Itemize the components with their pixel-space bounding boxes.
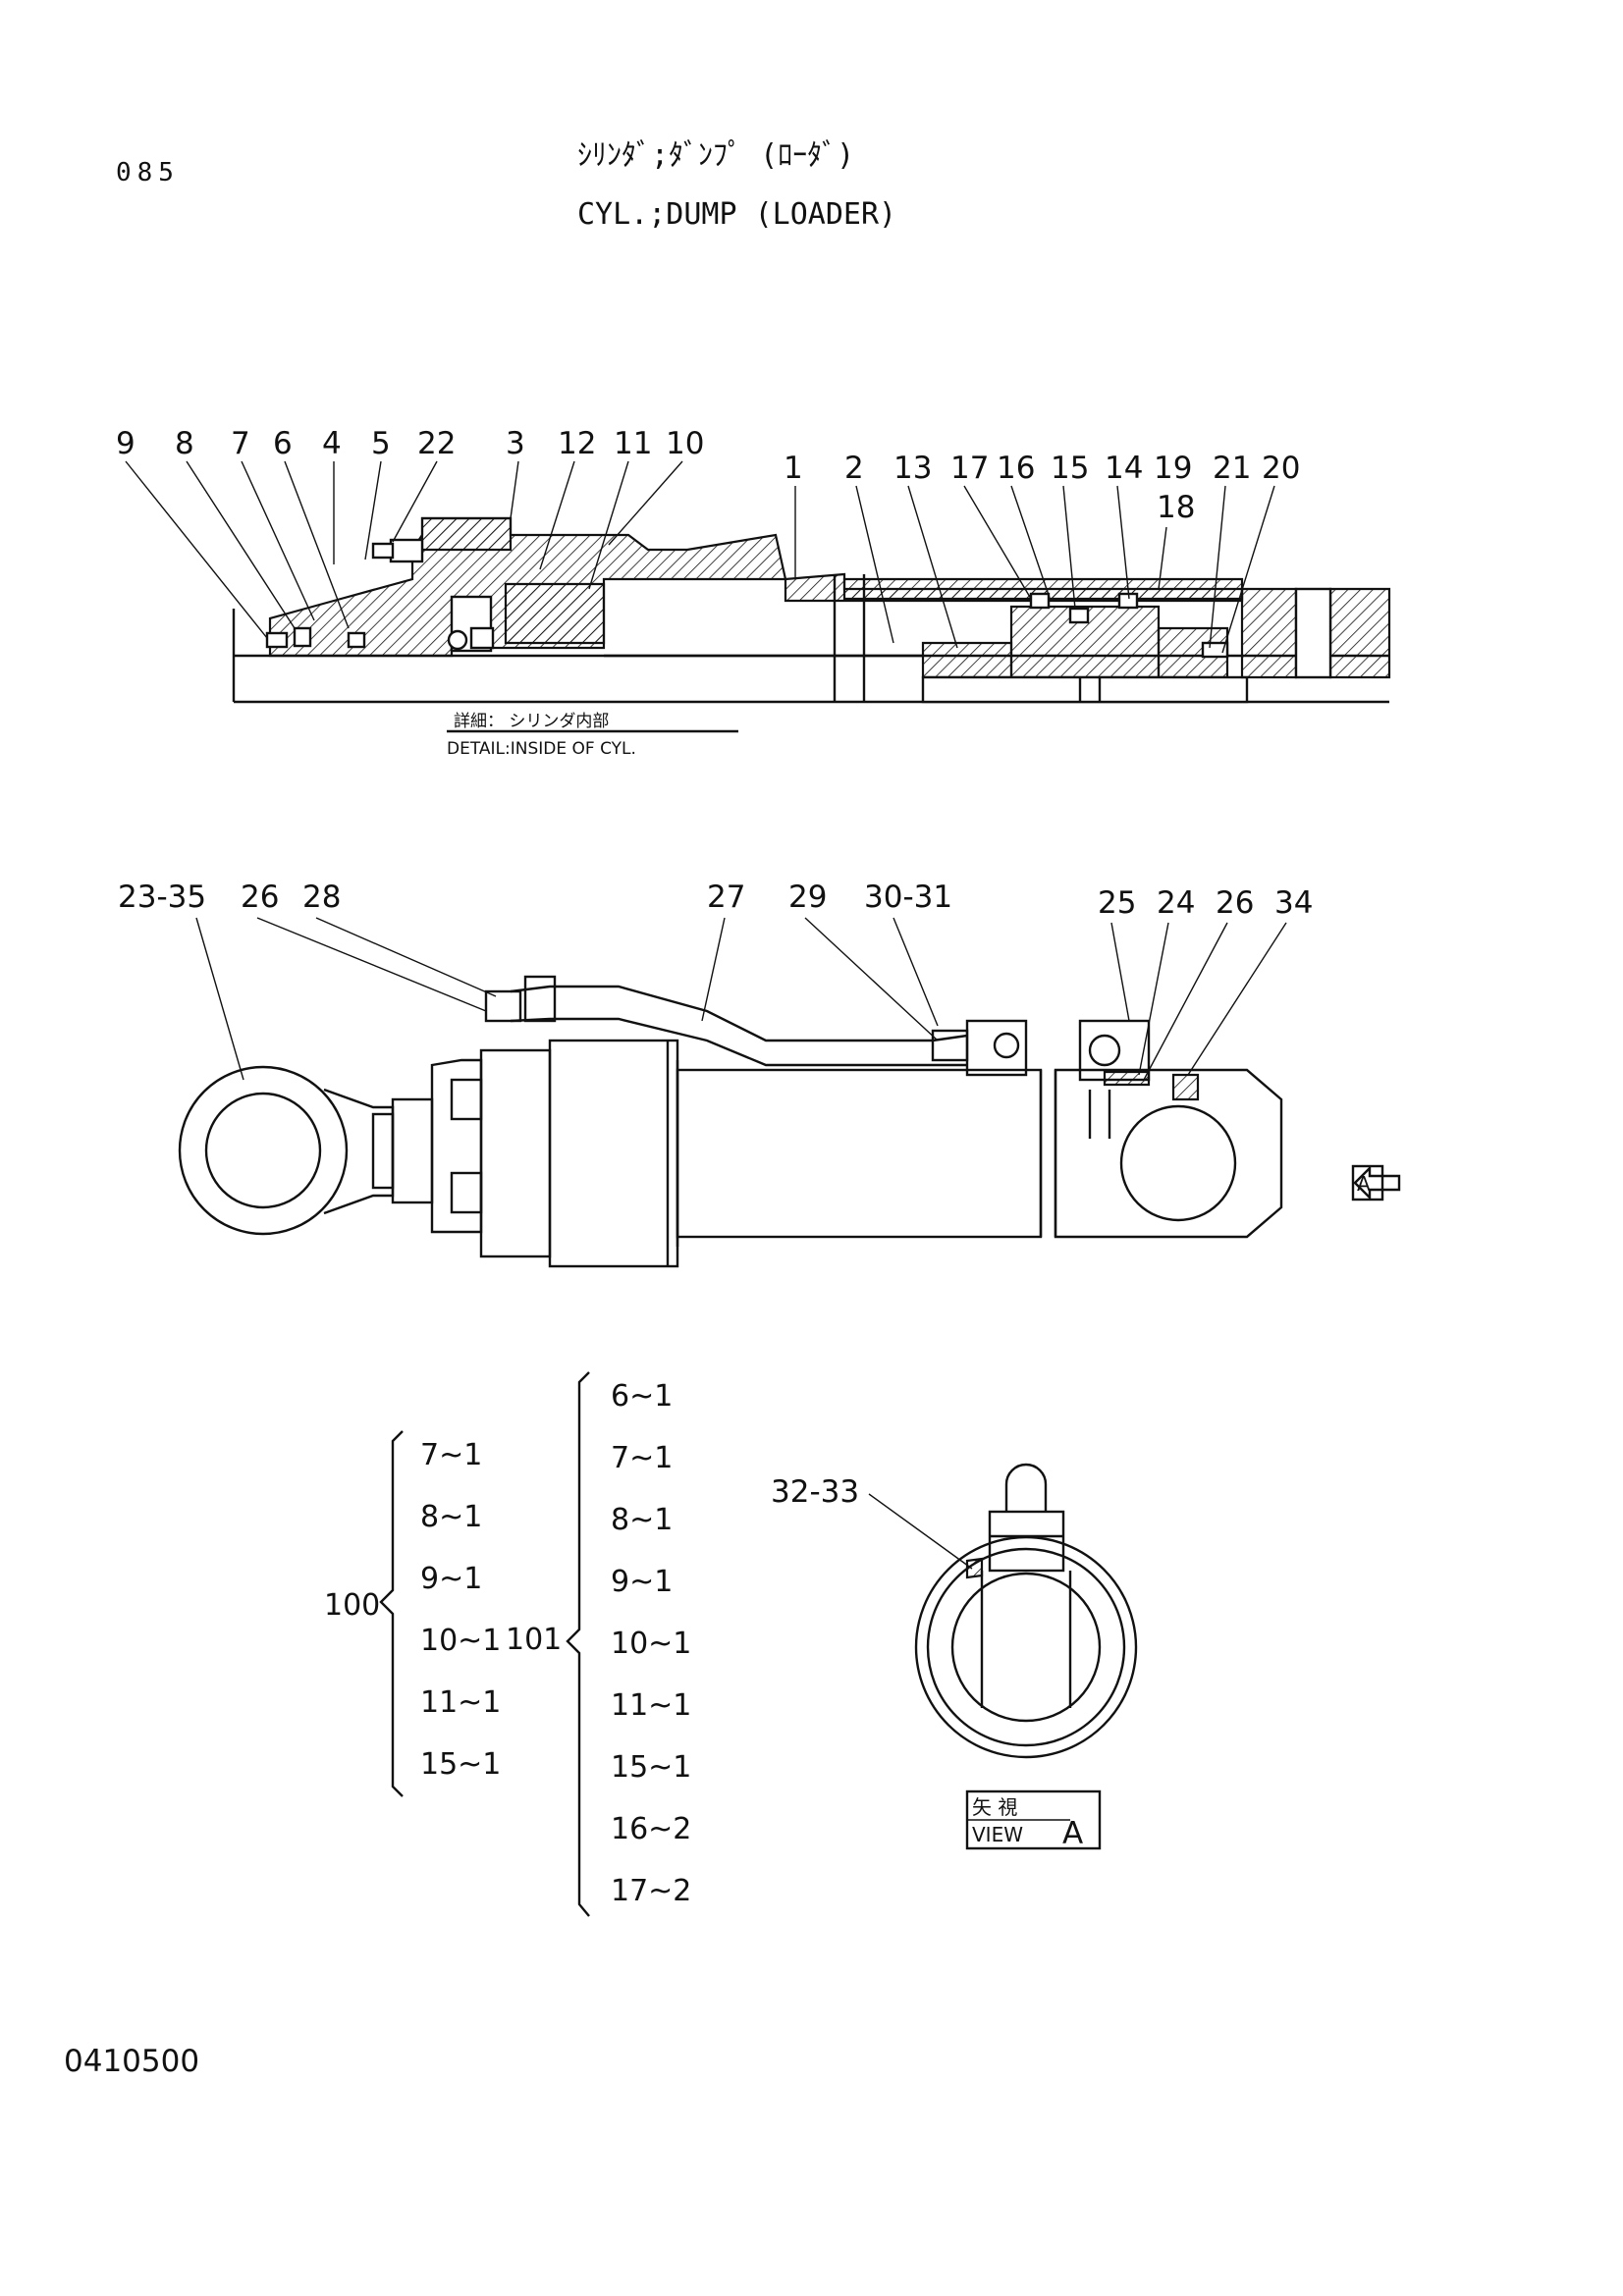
view-a-marker-letter: A — [1357, 1172, 1371, 1196]
kit-100-item: 15~1 — [420, 1747, 501, 1782]
callout-26-right: 26 — [1216, 885, 1254, 921]
kit-100-item: 10~1 — [420, 1624, 501, 1658]
title-japanese: ｼﾘﾝﾀﾞ;ﾀﾞﾝﾌﾟ (ﾛｰﾀﾞ) — [577, 138, 854, 173]
callout-19: 19 — [1154, 451, 1192, 486]
kit-100-number: 100 — [324, 1588, 380, 1623]
kit-100-item: 11~1 — [420, 1685, 501, 1720]
kit-100-item: 7~1 — [420, 1438, 482, 1472]
assembly-callouts: 23-35 26 28 27 29 30-31 25 24 26 34 — [118, 880, 1313, 921]
page-number: 085 — [116, 158, 180, 187]
assembly-leader-lines — [195, 917, 1287, 1081]
callout-8: 8 — [175, 426, 194, 461]
callout-32-33: 32-33 — [771, 1474, 859, 1510]
kit-101: 101 6~1 7~1 8~1 9~1 10~1 11~1 15~1 16~2 … — [506, 1371, 691, 1917]
detail-caption-english: DETAIL:INSIDE OF CYL. — [447, 739, 636, 759]
kit-101-item: 7~1 — [611, 1441, 673, 1475]
callout-15: 15 — [1051, 451, 1089, 486]
callout-21: 21 — [1213, 451, 1251, 486]
kit-101-item: 11~1 — [611, 1688, 691, 1723]
callout-7: 7 — [231, 426, 250, 461]
callout-13: 13 — [893, 451, 932, 486]
view-a-drawing — [914, 1463, 1138, 1759]
title-english: CYL.;DUMP (LOADER) — [577, 197, 896, 232]
kit-100: 100 7~1 8~1 9~1 10~1 11~1 15~1 — [324, 1430, 501, 1797]
callout-11: 11 — [614, 426, 652, 461]
callout-6: 6 — [273, 426, 293, 461]
view-a-marker: A — [1351, 1164, 1401, 1201]
callout-2: 2 — [844, 451, 864, 486]
callout-28: 28 — [302, 880, 341, 915]
detail-callouts: 9 8 7 6 4 5 22 3 12 11 10 1 2 13 17 16 1… — [116, 426, 1300, 525]
callout-4: 4 — [322, 426, 342, 461]
kit-100-item: 8~1 — [420, 1500, 482, 1534]
detail-leader-lines — [125, 460, 1275, 654]
view-a-label-letter: A — [1062, 1816, 1083, 1851]
footer-code: 0410500 — [64, 2044, 199, 2079]
view-a-label: 矢 視 VIEW A — [965, 1789, 1102, 1851]
callout-9: 9 — [116, 426, 135, 461]
view-a-label-japanese: 矢 視 — [972, 1795, 1017, 1819]
callout-18: 18 — [1157, 490, 1195, 525]
callout-12: 12 — [558, 426, 596, 461]
callout-26-left: 26 — [241, 880, 279, 915]
callout-1: 1 — [784, 451, 803, 486]
callout-5: 5 — [371, 426, 391, 461]
callout-30-31: 30-31 — [864, 880, 952, 915]
callout-16: 16 — [997, 451, 1035, 486]
kit-101-item: 16~2 — [611, 1812, 691, 1846]
callout-14: 14 — [1105, 451, 1143, 486]
callout-17: 17 — [950, 451, 989, 486]
kit-100-item: 9~1 — [420, 1562, 482, 1596]
kit-101-item: 9~1 — [611, 1565, 673, 1599]
callout-25: 25 — [1098, 885, 1136, 921]
callout-27: 27 — [707, 880, 745, 915]
cylinder-assembly — [178, 975, 1283, 1268]
detail-caption-japanese: 詳細： シリンダ内部 — [454, 712, 609, 731]
kit-101-item: 6~1 — [611, 1379, 673, 1414]
kit-101-item: 8~1 — [611, 1503, 673, 1537]
callout-3: 3 — [506, 426, 525, 461]
callout-34: 34 — [1274, 885, 1313, 921]
view-a-label-english: VIEW — [972, 1823, 1023, 1846]
callout-22: 22 — [417, 426, 456, 461]
callout-23-35: 23-35 — [118, 880, 206, 915]
kit-101-item: 17~2 — [611, 1874, 691, 1908]
kit-101-number: 101 — [506, 1623, 562, 1657]
callout-20: 20 — [1262, 451, 1300, 486]
detail-cross-section — [232, 516, 1391, 704]
callout-29: 29 — [788, 880, 827, 915]
kit-101-item: 10~1 — [611, 1627, 691, 1661]
kit-101-item: 15~1 — [611, 1750, 691, 1785]
callout-24: 24 — [1157, 885, 1195, 921]
callout-10: 10 — [666, 426, 704, 461]
